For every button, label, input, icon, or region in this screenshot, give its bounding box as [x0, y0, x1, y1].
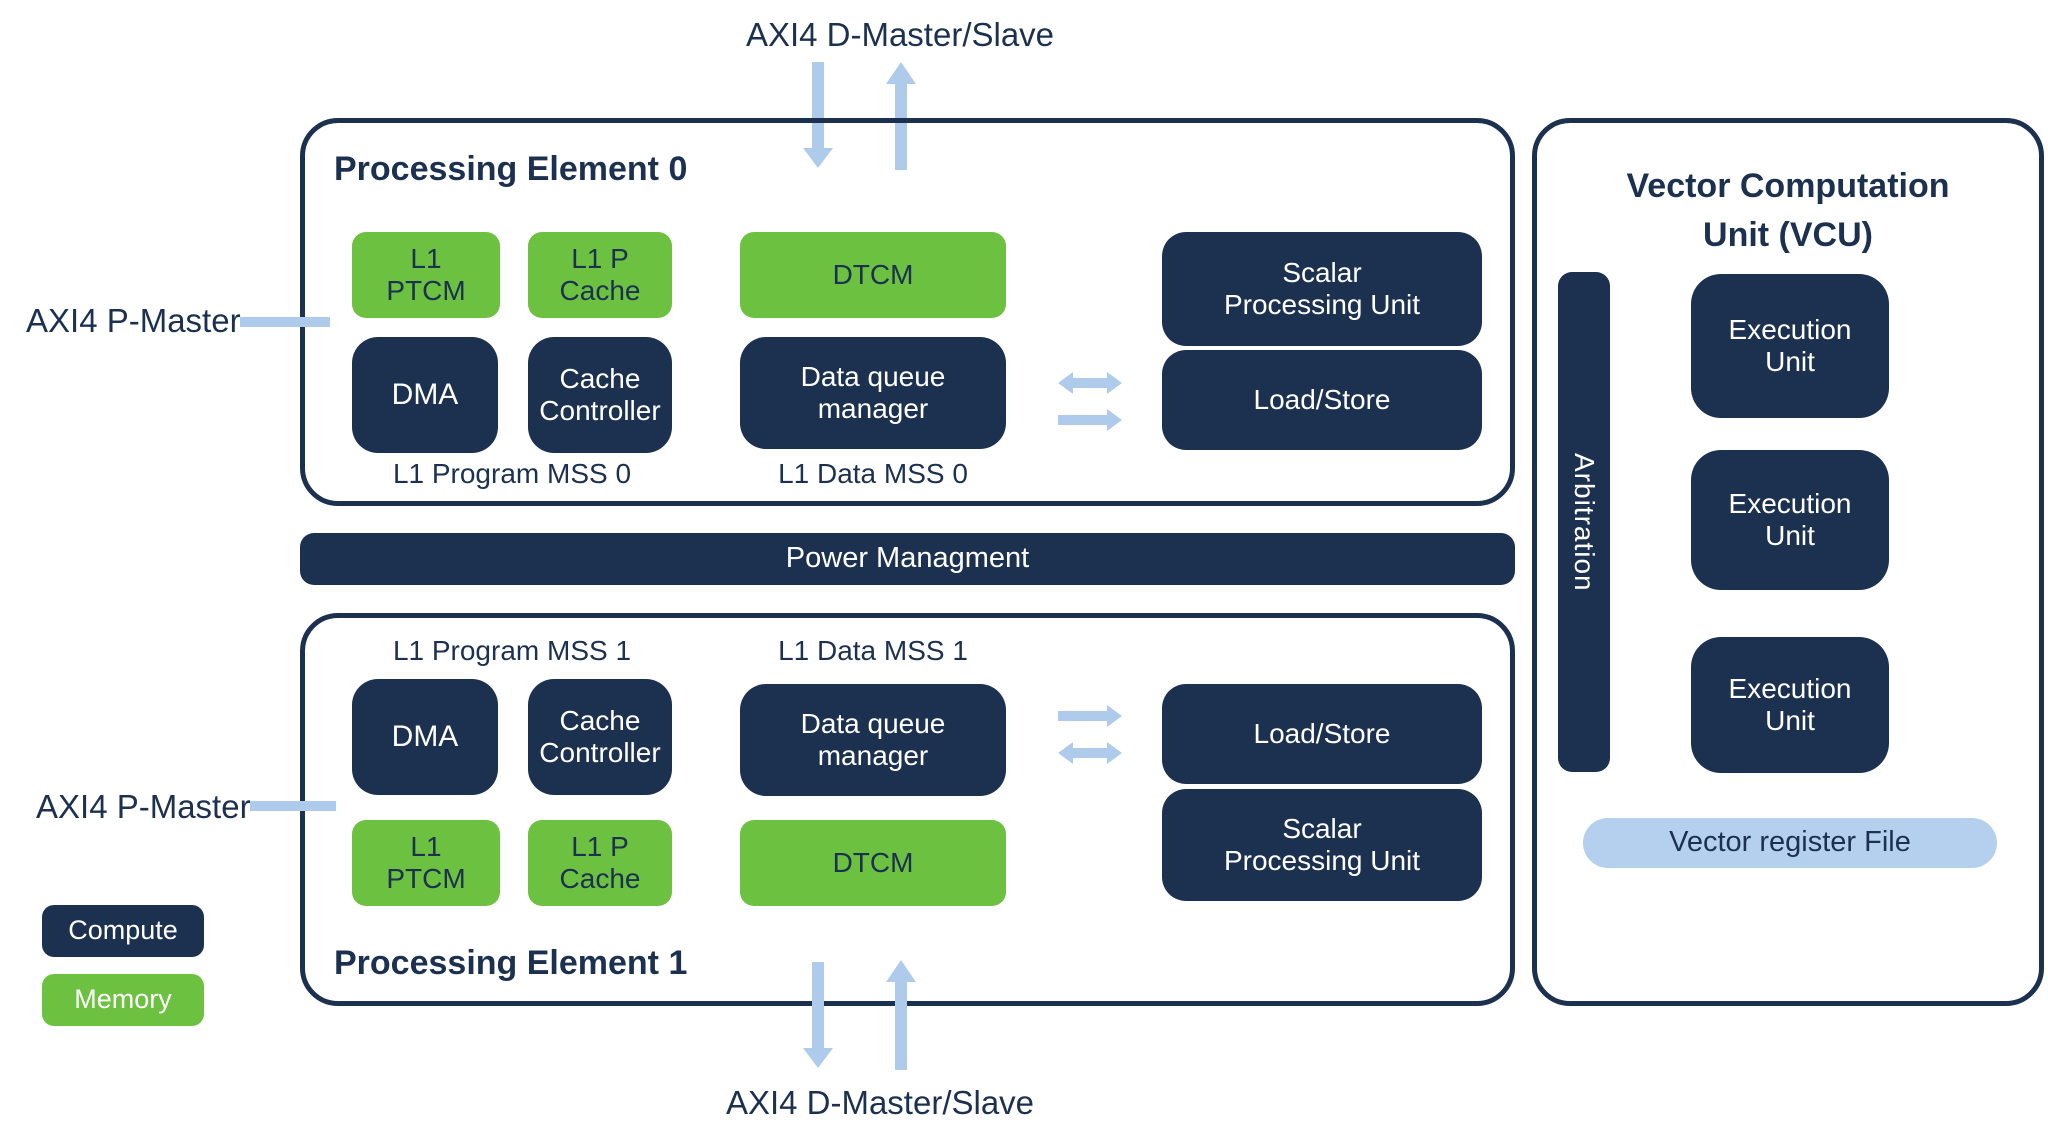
bus-down-arrow-icon — [803, 62, 833, 168]
legend-memory-swatch: Memory — [42, 974, 204, 1026]
pe0-data-mss-label: L1 Data MSS 0 — [778, 458, 968, 489]
pe1-bidirectional-arrow-icon — [1058, 742, 1122, 764]
pe0-program-mss-label: L1 Program MSS 0 — [392, 458, 632, 489]
pe0-scalar-processing-unit-block: Scalar Processing Unit — [1162, 232, 1482, 346]
vcu-title: Vector Computation Unit (VCU) — [1626, 167, 1950, 255]
pe0-bidirectional-arrow-icon — [1058, 372, 1122, 394]
vcu-panel — [1532, 118, 2044, 1006]
vcu-execution-unit-block: Execution Unit — [1691, 450, 1889, 590]
pe1-dma-block: DMA — [352, 679, 498, 795]
pe0-cache-controller-block: Cache Controller — [528, 337, 672, 453]
pe1-load-store-block: Load/Store — [1162, 684, 1482, 784]
pe0-l1-p-cache-block: L1 P Cache — [528, 232, 672, 318]
legend-compute-swatch: Compute — [42, 905, 204, 957]
bus-up-arrow-icon — [886, 62, 916, 170]
pe0-p-master-label: AXI4 P-Master — [26, 302, 241, 339]
bottom-bus-label: AXI4 D-Master/Slave — [725, 1084, 1035, 1121]
top-bus-label: AXI4 D-Master/Slave — [745, 16, 1055, 53]
pe1-dtcm-block: DTCM — [740, 820, 1006, 906]
bus-down-arrow-icon — [803, 962, 833, 1068]
pe1-data-mss-label: L1 Data MSS 1 — [778, 635, 968, 666]
power-management-bar: Power Managment — [300, 533, 1515, 585]
pe1-program-mss-label: L1 Program MSS 1 — [392, 635, 632, 666]
pe0-p-master-connector-line — [240, 317, 330, 327]
pe0-load-store-block: Load/Store — [1162, 350, 1482, 450]
vcu-execution-unit-block: Execution Unit — [1691, 637, 1889, 773]
pe1-right-arrow-icon — [1058, 705, 1122, 727]
pe0-right-arrow-icon — [1058, 409, 1122, 431]
vcu-arbitration-bar: Arbitration — [1558, 272, 1610, 772]
pe0-dtcm-block: DTCM — [740, 232, 1006, 318]
pe0-l1-ptcm-block: L1 PTCM — [352, 232, 500, 318]
pe1-l1-ptcm-block: L1 PTCM — [352, 820, 500, 906]
pe0-data-queue-manager-block: Data queue manager — [740, 337, 1006, 449]
pe1-l1-p-cache-block: L1 P Cache — [528, 820, 672, 906]
pe0-panel — [300, 118, 1515, 506]
vcu-vector-register-file-block: Vector register File — [1583, 818, 1997, 868]
bus-up-arrow-icon — [886, 960, 916, 1070]
vcu-execution-unit-block: Execution Unit — [1691, 274, 1889, 418]
pe0-title: Processing Element 0 — [334, 150, 688, 188]
pe1-scalar-processing-unit-block: Scalar Processing Unit — [1162, 789, 1482, 901]
pe1-title: Processing Element 1 — [334, 944, 688, 982]
pe1-p-master-connector-line — [250, 801, 336, 811]
pe1-p-master-label: AXI4 P-Master — [36, 788, 251, 825]
pe1-data-queue-manager-block: Data queue manager — [740, 684, 1006, 796]
pe1-cache-controller-block: Cache Controller — [528, 679, 672, 795]
pe0-dma-block: DMA — [352, 337, 498, 453]
